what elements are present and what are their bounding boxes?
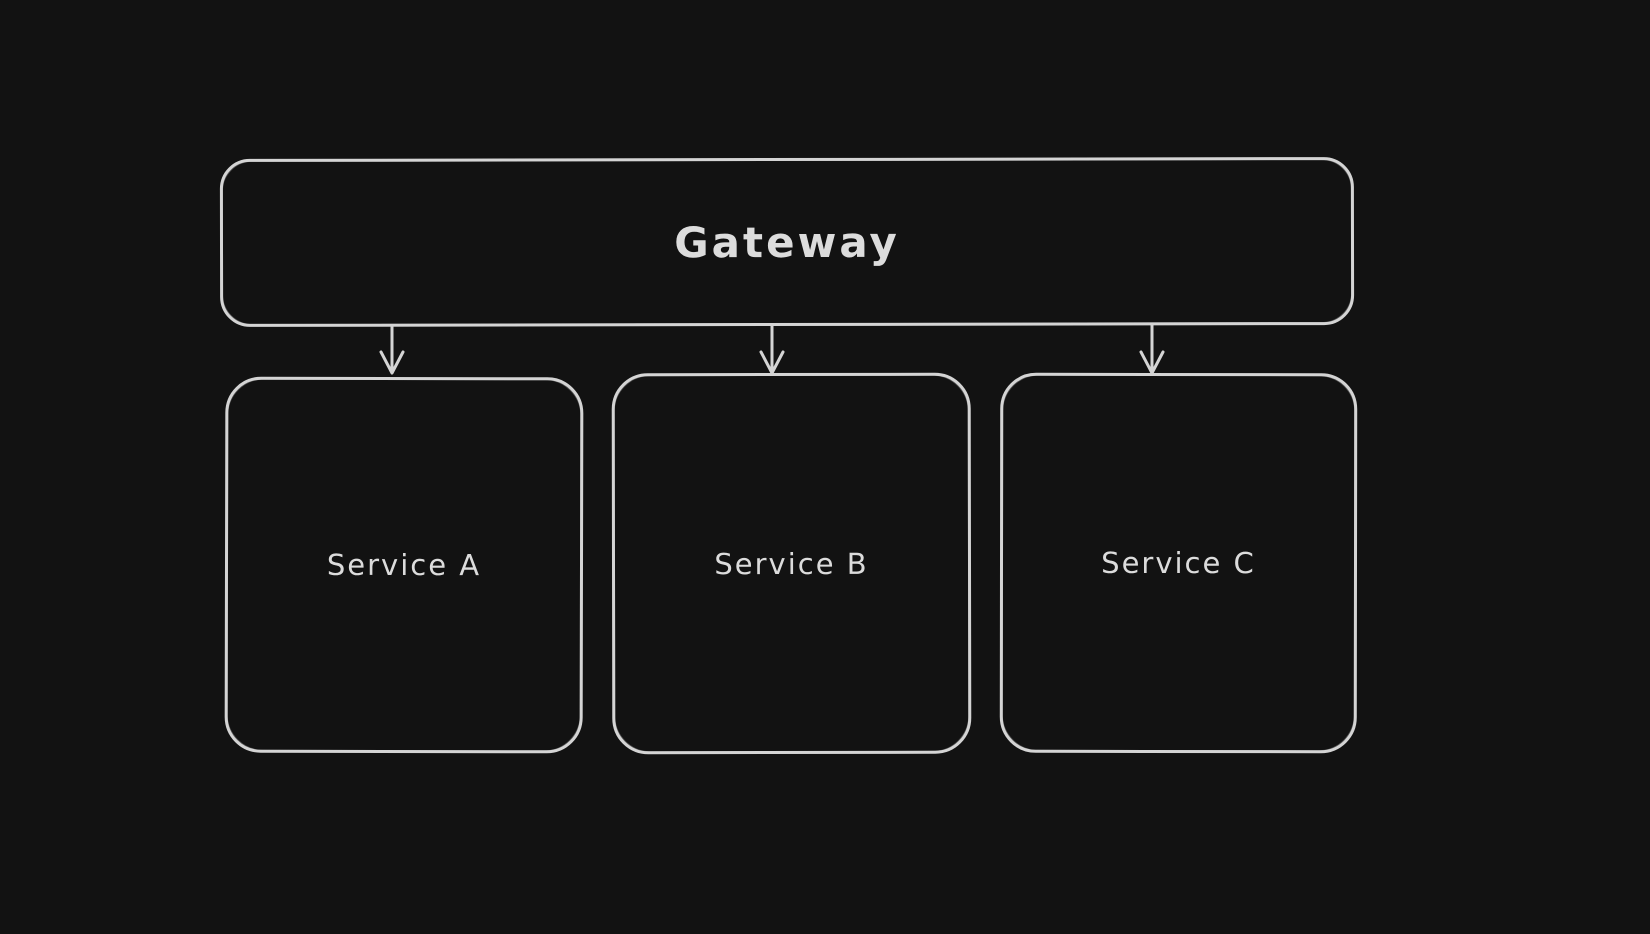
gateway-label: Gateway [674,217,900,267]
arrow-down-icon [1137,324,1167,376]
service-b-label: Service B [714,546,869,581]
service-c-label: Service C [1101,545,1256,581]
service-c-node: Service C [999,372,1358,754]
gateway-node: Gateway [219,157,1355,327]
service-b-node: Service B [611,372,972,755]
service-a-node: Service A [224,376,584,754]
arrow-down-icon [377,324,407,376]
arrow-down-icon [757,324,787,376]
service-a-label: Service A [326,547,482,583]
